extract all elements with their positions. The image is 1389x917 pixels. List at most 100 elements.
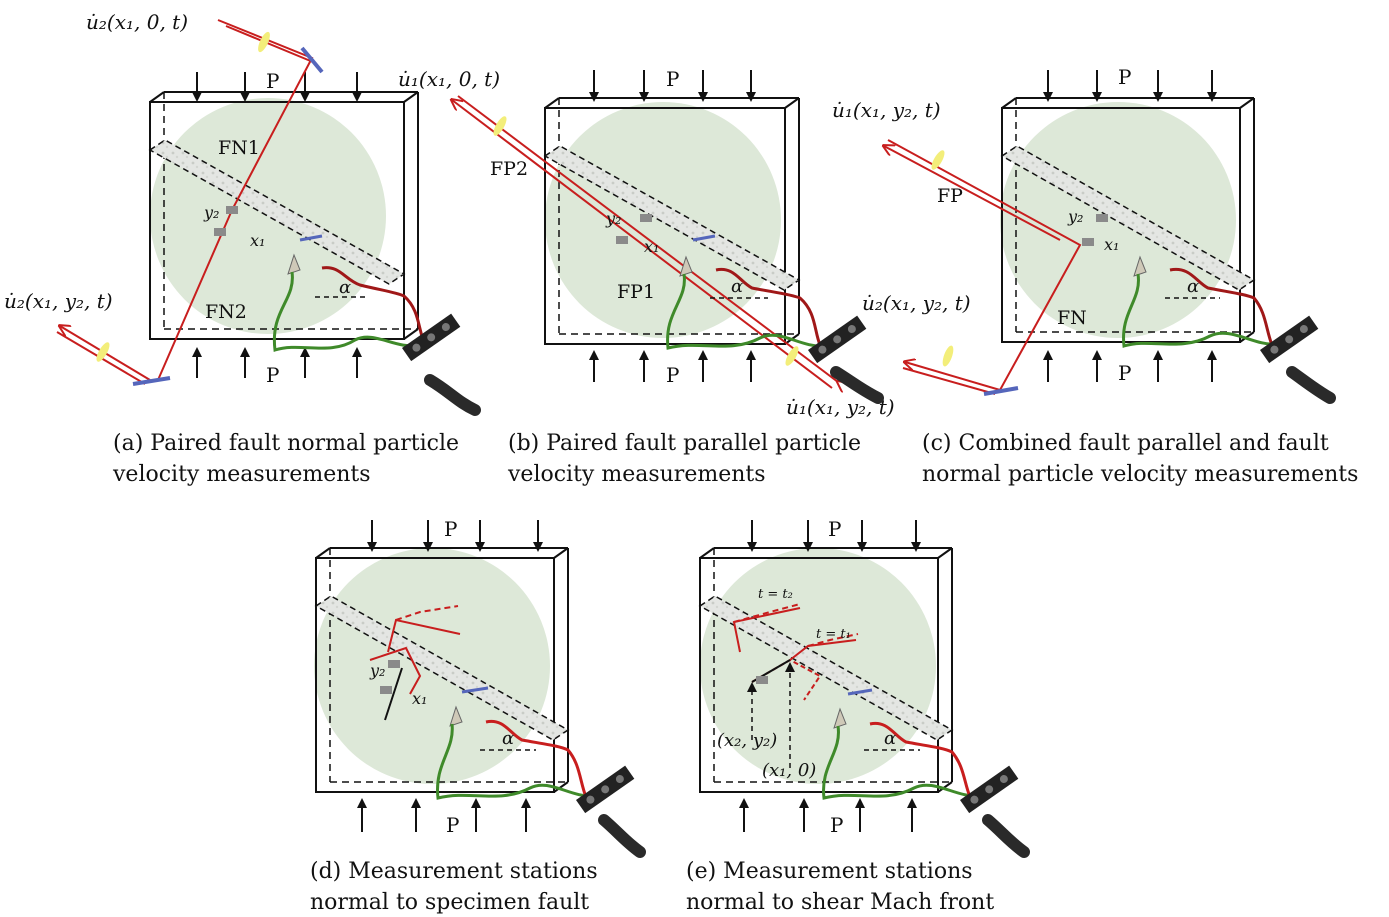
load-label-top: P: [666, 67, 679, 91]
load-arrows-top: [367, 520, 543, 552]
angle-alpha: α: [884, 728, 896, 749]
lens: [493, 116, 507, 136]
lens: [258, 31, 270, 53]
cable: [598, 814, 646, 858]
lens: [931, 150, 945, 170]
terminal-block: [576, 765, 635, 814]
wire-red: [485, 719, 588, 798]
lens: [942, 345, 954, 367]
svg-text:(c) Combined fault parallel an: (c) Combined fault parallel and fault: [922, 431, 1329, 456]
fault-plane: [1000, 145, 1256, 291]
load-arrows-bottom: [192, 347, 362, 378]
sensor-clip: [679, 255, 693, 277]
reference-marker: [299, 234, 323, 242]
station-label: FN2: [205, 301, 247, 323]
gauge-block: [226, 206, 238, 214]
laser-beams: [884, 139, 1082, 395]
caption-e: (e) Measurement stations normal to shear…: [686, 859, 994, 915]
gauge-block: [1096, 214, 1108, 222]
cable: [982, 814, 1030, 858]
svg-text:(b) Paired fault parallel part: (b) Paired fault parallel particle: [508, 431, 861, 456]
svg-text:(e) Measurement stations: (e) Measurement stations: [686, 859, 973, 884]
station-label: FN1: [218, 137, 260, 159]
time-label-t2: t = t₂: [758, 587, 793, 602]
terminal-block: [1260, 315, 1319, 364]
caption-a: (a) Paired fault normal particle velocit…: [112, 431, 459, 487]
wire-green: [1122, 273, 1276, 348]
fault-plane: [543, 145, 801, 291]
wire-green: [436, 723, 596, 800]
svg-text:(a) Paired fault normal partic: (a) Paired fault normal particle: [113, 431, 459, 456]
caption-d: (d) Measurement stations normal to speci…: [310, 859, 598, 915]
axis-y2: y₂: [605, 209, 621, 228]
station-label: FN: [1057, 307, 1087, 329]
wire-green: [822, 725, 981, 800]
load-label-top: P: [828, 517, 841, 541]
sensor-clip: [1133, 255, 1147, 277]
load-arrows-top: [1043, 70, 1217, 102]
wire-red: [321, 266, 427, 346]
load-label-top: P: [266, 69, 279, 93]
wire-green: [272, 271, 421, 352]
load-arrows-bottom: [1043, 350, 1217, 382]
velocity-label-bottom: u̇₂(x₁, y₂, t): [4, 289, 113, 313]
panel-c: P P u̇₁(x₁, y₂, t) u̇₂(x₁, y₂, t) FP FN …: [832, 65, 1336, 404]
angle-alpha: α: [502, 728, 514, 749]
load-arrows-top: [192, 72, 362, 102]
load-label-bottom: P: [830, 813, 843, 837]
cable: [830, 366, 884, 404]
load-arrows-top: [589, 70, 756, 102]
point-label-x1-0: (x₁, 0): [762, 760, 816, 781]
terminal-block: [960, 765, 1019, 814]
load-label-bottom: P: [1118, 361, 1131, 385]
load-label-bottom: P: [666, 363, 679, 387]
wave-stations: [369, 605, 461, 721]
load-arrows-bottom: [357, 798, 531, 832]
mirror: [983, 386, 1019, 396]
load-label-top: P: [444, 517, 457, 541]
gauge-block: [380, 686, 392, 694]
lens: [96, 342, 110, 362]
wire-green: [666, 273, 826, 350]
station-label: FP2: [490, 158, 528, 180]
axis-y2: y₂: [1067, 207, 1083, 226]
cable: [424, 374, 481, 416]
svg-text:normal to specimen fault: normal to specimen fault: [310, 890, 589, 915]
panel-a: P P u̇₂(x₁, 0, t) u̇₂(x₁, y₂, t) FN1 FN2…: [4, 10, 481, 416]
velocity-label-top: u̇₁(x₁, y₂, t): [832, 98, 941, 122]
cable: [1286, 366, 1336, 404]
svg-text:normal to shear Mach front: normal to shear Mach front: [686, 890, 994, 915]
velocity-label-top: u̇₁(x₁, 0, t): [398, 67, 500, 91]
gauge-block: [214, 228, 226, 236]
axis-y2: y₂: [203, 203, 219, 222]
angle-alpha: α: [339, 277, 351, 298]
gauge-block: [1082, 238, 1094, 246]
velocity-label-bottom: u̇₂(x₁, y₂, t): [862, 291, 971, 315]
axis-x1: x₁: [1104, 235, 1119, 254]
fault-plane: [314, 595, 570, 741]
axis-y2: y₂: [369, 661, 385, 680]
svg-text:(d) Measurement stations: (d) Measurement stations: [310, 859, 598, 884]
terminal-block: [402, 313, 461, 362]
wire-red: [1169, 267, 1274, 346]
angle-alpha: α: [1187, 276, 1199, 297]
reference-marker: [461, 686, 489, 694]
svg-text:velocity measurements: velocity measurements: [112, 462, 371, 487]
panel-e: P P t = t₂ t = t₁ (x₂, y₂) (x₁, 0) α: [698, 517, 1030, 858]
velocity-label-top: u̇₂(x₁, 0, t): [86, 10, 188, 34]
gauge-block: [640, 214, 652, 222]
wire-red: [869, 721, 972, 798]
fault-plane: [698, 595, 954, 741]
point-label-x2y2: (x₂, y₂): [717, 730, 777, 751]
reference-marker: [847, 688, 873, 696]
svg-text:normal particle velocity measu: normal particle velocity measurements: [922, 462, 1358, 487]
panel-b: P P u̇₁(x₁, 0, t) u̇₁(x₁, y₂, t) FP2 FP1…: [398, 67, 895, 419]
gauge-block: [616, 236, 628, 244]
sensor-clip: [449, 705, 463, 727]
lens: [785, 346, 799, 366]
mirror: [132, 376, 171, 386]
axis-x1: x₁: [644, 237, 659, 256]
sensor-clip: [287, 253, 301, 275]
wire-red: [715, 267, 822, 346]
